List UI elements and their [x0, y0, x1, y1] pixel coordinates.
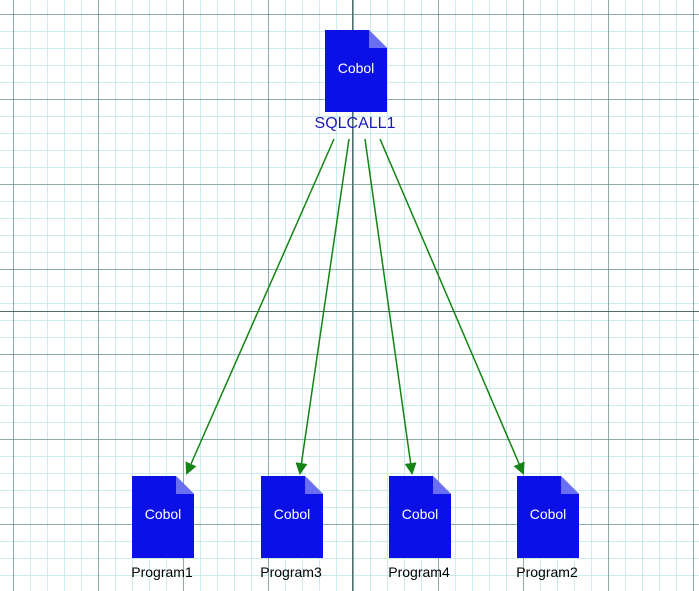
node-program4[interactable]: Cobol Program4 — [374, 476, 464, 580]
node-program2[interactable]: Cobol Program2 — [502, 476, 592, 580]
edge-sqlcall1-program1[interactable] — [185, 138, 335, 475]
node-type-label: Cobol — [337, 60, 375, 76]
document-icon — [325, 30, 387, 112]
edge-sqlcall1-program4[interactable] — [364, 138, 417, 475]
horizontal-axis-line — [0, 311, 699, 312]
node-name-label: Program2 — [516, 564, 578, 580]
node-program3[interactable]: Cobol Program3 — [246, 476, 336, 580]
vertical-axis-line — [352, 0, 353, 591]
node-sqlcall1[interactable]: Cobol SQLCALL1 — [310, 30, 400, 134]
document-icon — [132, 476, 194, 558]
document-icon — [389, 476, 451, 558]
edge-sqlcall1-program2[interactable] — [379, 138, 525, 475]
node-name-label: Program1 — [131, 564, 193, 580]
node-program1[interactable]: Cobol Program1 — [117, 476, 207, 580]
node-name-label: SQLCALL1 — [314, 115, 396, 132]
node-type-label: Cobol — [401, 506, 439, 522]
node-name-label: Program4 — [388, 564, 450, 580]
node-type-label: Cobol — [529, 506, 567, 522]
node-type-label: Cobol — [273, 506, 311, 522]
document-icon — [261, 476, 323, 558]
edge-sqlcall1-program3[interactable] — [295, 138, 350, 475]
node-type-label: Cobol — [144, 506, 182, 522]
node-name-label: Program3 — [260, 564, 322, 580]
document-icon — [517, 476, 579, 558]
